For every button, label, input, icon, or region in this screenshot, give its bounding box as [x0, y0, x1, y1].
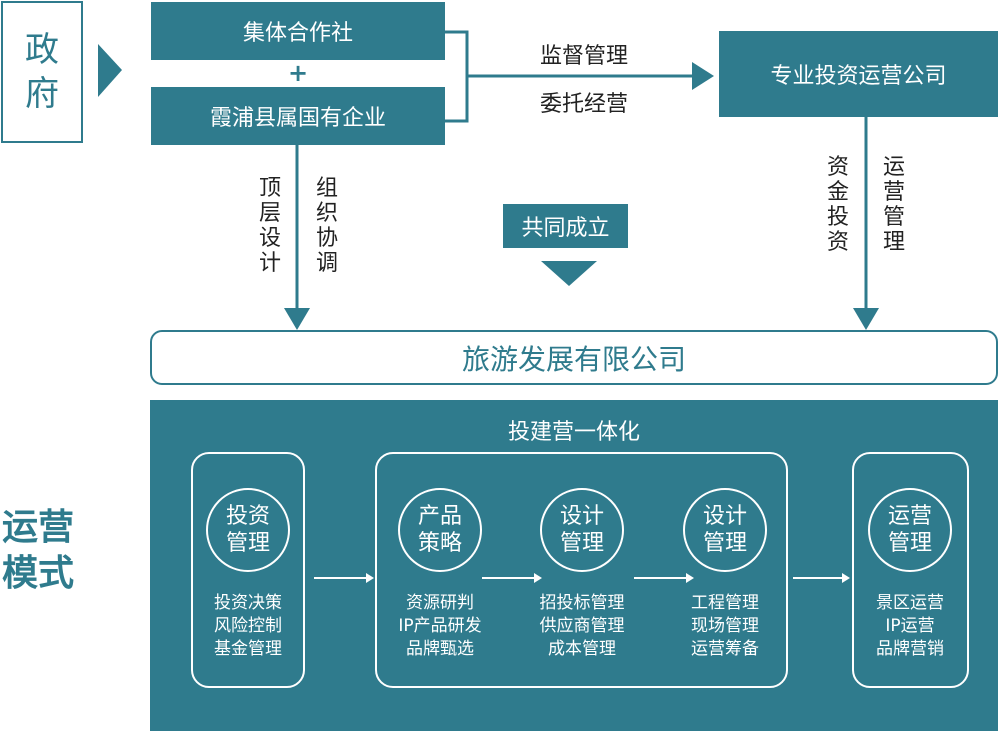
stage-items: 工程管理 现场管理 运营筹备 [660, 592, 790, 661]
panel-title: 投建营一体化 [507, 420, 640, 445]
government-label-1: 政 [25, 30, 59, 70]
stage-title-line1: 设计 [559, 504, 604, 529]
stage-circle: 投资 管理 [206, 488, 290, 572]
stage-title-line1: 产品 [417, 504, 462, 529]
stage-title-line2: 管理 [702, 531, 747, 556]
arrow-head-3-icon [686, 573, 694, 583]
joint-established-badge: 共同成立 [503, 204, 628, 248]
operation-mode-line2: 模式 [2, 553, 75, 594]
professional-company-box: 专业投资运营公司 [719, 31, 998, 117]
stage-circle: 运营 管理 [868, 488, 952, 572]
stage-item: 投资决策 [214, 593, 282, 613]
operation-management-label: 运营管理 [882, 155, 905, 255]
joint-established-label: 共同成立 [521, 216, 610, 241]
stage-items: 景区运营 IP运营 品牌营销 [845, 592, 975, 661]
stage-title-line2: 管理 [887, 531, 932, 556]
state-owned-label: 霞浦县属国有企业 [209, 106, 386, 131]
stage-item: 成本管理 [548, 639, 616, 659]
stage-circle: 设计 管理 [683, 488, 767, 572]
stage-item: 运营筹备 [691, 639, 759, 659]
stage-item: 现场管理 [691, 616, 759, 636]
right-arrow-icon [692, 62, 714, 90]
operation-mode-line1: 运营 [2, 507, 75, 548]
stage-item: 品牌甄选 [406, 639, 474, 659]
stage-title-line2: 策略 [417, 531, 462, 556]
professional-company-label: 专业投资运营公司 [770, 64, 947, 89]
stage-item: 供应商管理 [539, 616, 625, 636]
stage-item: 品牌营销 [876, 639, 944, 659]
state-owned-box: 霞浦县属国有企业 [151, 87, 445, 145]
joint-down-arrow-icon [541, 261, 597, 286]
stage-item: 资源研判 [406, 593, 474, 613]
stage-item: 招投标管理 [539, 593, 625, 613]
stage-title-line1: 设计 [702, 504, 747, 529]
coordination-label: 组织协调 [315, 176, 338, 276]
entrust-label: 委托经营 [540, 92, 629, 117]
card-operation [852, 452, 969, 688]
gov-arrow-icon [98, 44, 122, 97]
card-investment [191, 452, 305, 688]
stage-title-line2: 管理 [559, 531, 604, 556]
supervision-label: 监督管理 [540, 44, 629, 69]
stage-item: 工程管理 [691, 593, 759, 613]
stage-circle: 设计 管理 [540, 488, 624, 572]
left-down-arrow-icon [284, 308, 310, 330]
stage-item: 风险控制 [214, 616, 282, 636]
operation-mode-label: 运营 模式 [2, 505, 74, 597]
stage-items: 招投标管理 供应商管理 成本管理 [517, 592, 647, 661]
government-label-2: 府 [25, 74, 59, 114]
integration-panel: 投建营一体化 投资 管理 投资决策 风险控制 基金管理 产品 策略 资源研判 I… [150, 400, 998, 731]
bracket-connector [445, 30, 469, 123]
plus-sign: + [288, 59, 309, 87]
stage-item: IP运营 [885, 616, 935, 636]
arrow-head-2-icon [534, 573, 542, 583]
card-build [375, 452, 788, 688]
government-box: 政 府 [1, 1, 83, 143]
collective-box: 集体合作社 [151, 2, 445, 60]
stage-item: 景区运营 [876, 593, 944, 613]
tourism-company-box: 旅游发展有限公司 [150, 330, 998, 385]
stage-items: 资源研判 IP产品研发 品牌甄选 [375, 592, 505, 661]
capital-investment-label: 资金投资 [826, 155, 849, 255]
stage-item: IP产品研发 [398, 616, 482, 636]
top-design-label: 顶层设计 [258, 176, 281, 276]
arrow-head-4-icon [842, 573, 850, 583]
stage-arrows [314, 573, 850, 583]
stage-title-line1: 运营 [887, 504, 932, 529]
arrow-head-1-icon [366, 573, 374, 583]
stage-item: 基金管理 [214, 639, 282, 659]
stage-title-line2: 管理 [225, 531, 270, 556]
stage-circle: 产品 策略 [398, 488, 482, 572]
stage-items: 投资决策 风险控制 基金管理 [183, 592, 313, 661]
tourism-company-label: 旅游发展有限公司 [461, 342, 686, 376]
right-down-arrow-icon [853, 308, 879, 330]
stage-title-line1: 投资 [225, 504, 270, 529]
collective-label: 集体合作社 [242, 21, 353, 46]
